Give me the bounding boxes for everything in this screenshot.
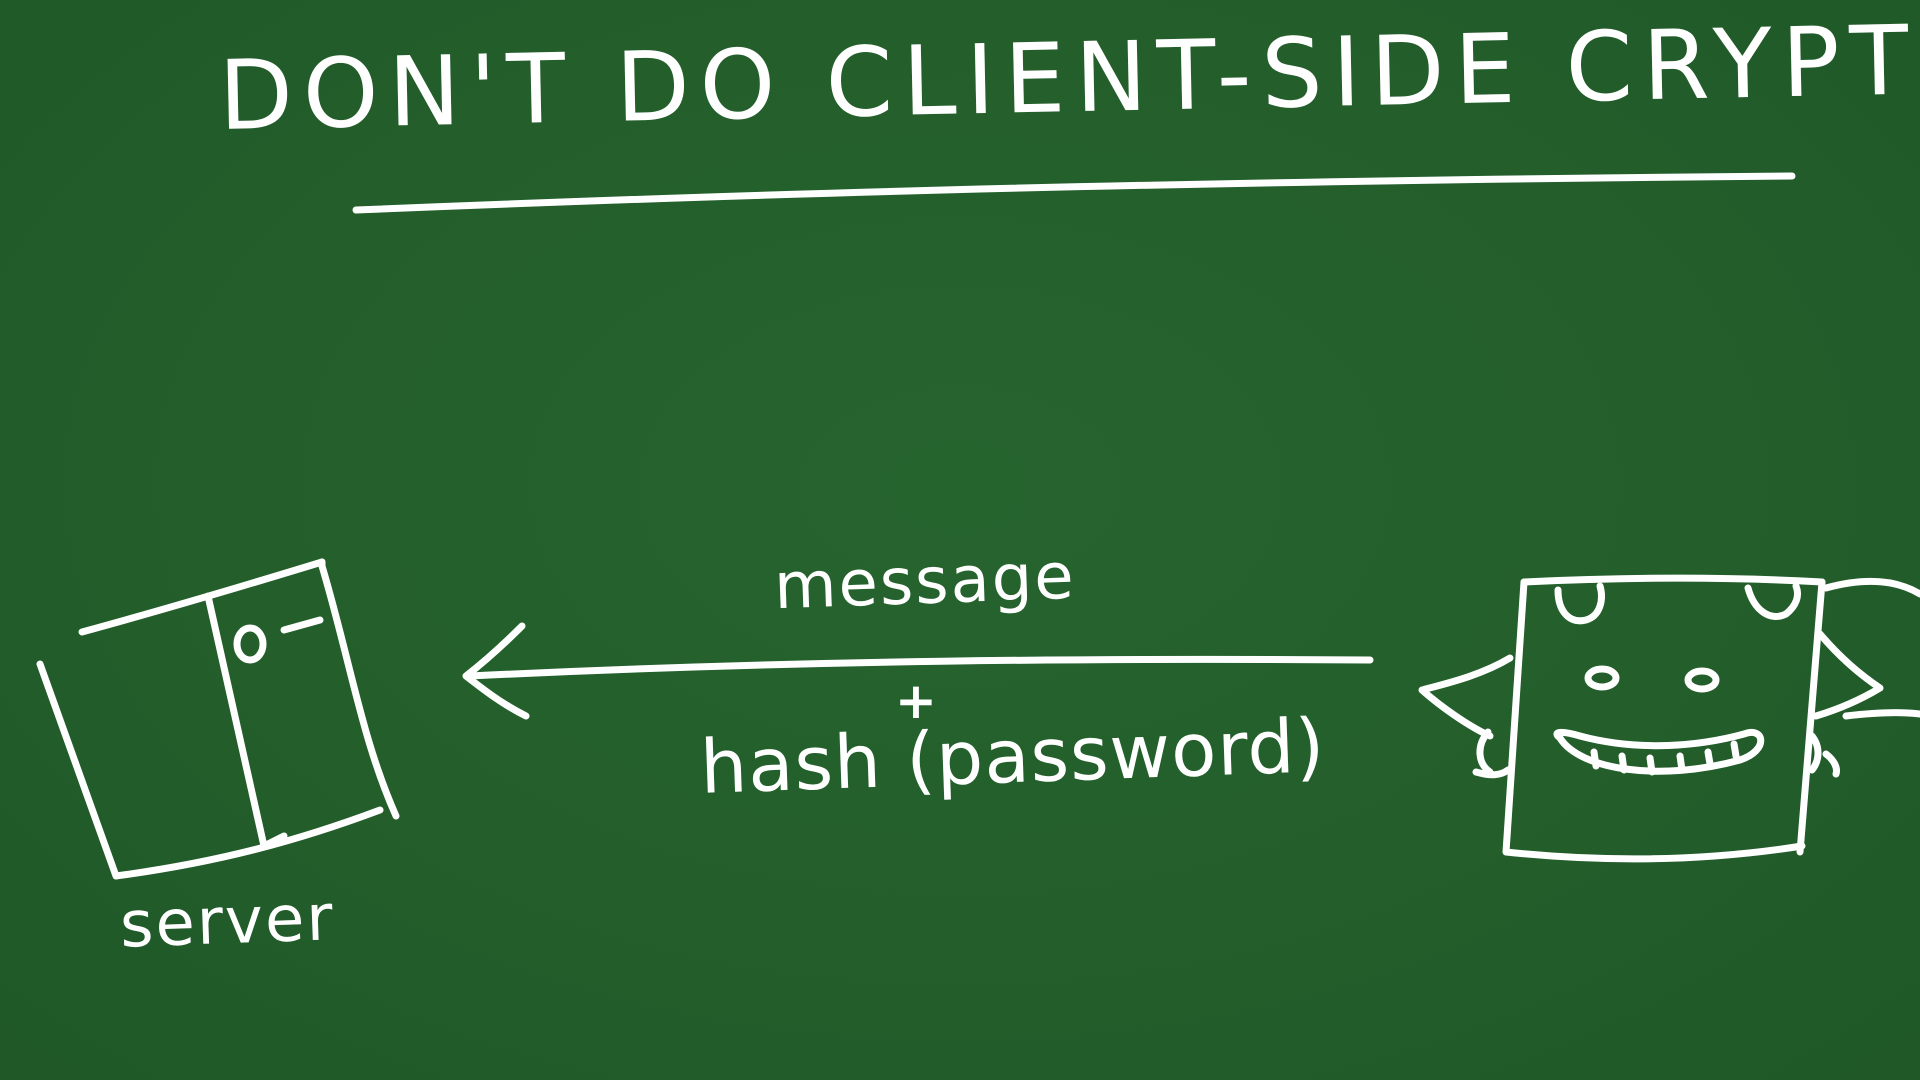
server-label: server [118, 881, 336, 963]
hash-password-label: hash (password) [698, 703, 1327, 811]
devil-client-icon [1418, 574, 1920, 863]
arrow-left-icon [462, 622, 1374, 720]
server-rack-icon [36, 558, 400, 880]
title-underline [352, 172, 1796, 214]
plus-sign: + [895, 672, 937, 730]
message-label: message [772, 539, 1077, 625]
